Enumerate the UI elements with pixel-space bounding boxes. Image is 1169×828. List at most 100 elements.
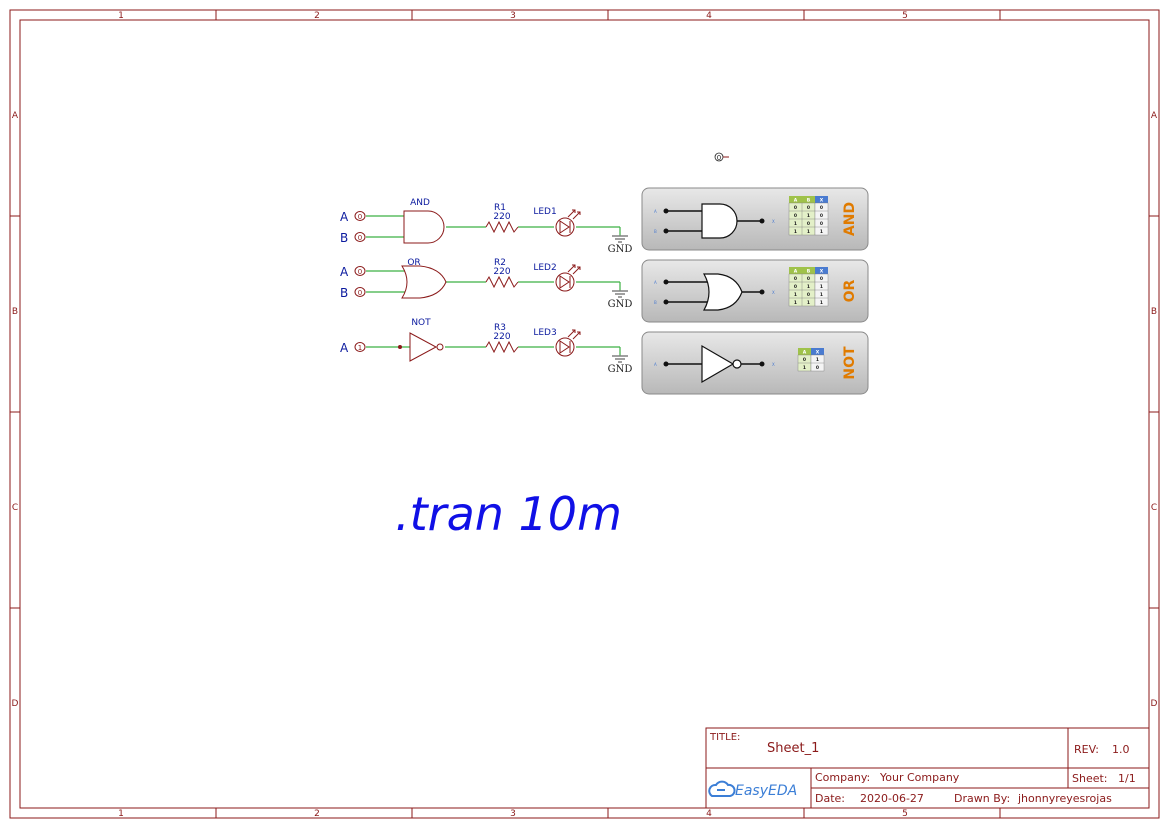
and-panel-gate — [701, 203, 738, 239]
and-panel-title: AND — [842, 202, 858, 236]
or-wires — [366, 270, 621, 293]
and-input-b-label: B — [340, 231, 348, 245]
title-block: TITLE: Sheet_1 REV: 1.0 EasyEDA Company:… — [705, 727, 1150, 809]
col-label-bottom-4: 4 — [706, 809, 712, 819]
r2-name: R2 — [494, 258, 506, 268]
sheet-value: 1/1 — [1118, 772, 1136, 785]
and-cell: 0 — [794, 205, 797, 211]
and-cell: 0 — [794, 213, 797, 219]
and-gate-symbol[interactable] — [403, 210, 445, 244]
col-label-top-2: 2 — [314, 11, 320, 21]
col-label-top-3: 3 — [510, 11, 516, 21]
row-label-right-b: B — [1151, 307, 1157, 317]
not-th-1: X — [816, 350, 820, 356]
cloud-icon — [708, 780, 736, 797]
or-input-a-label: A — [340, 265, 349, 279]
not-th-0: A — [803, 350, 807, 356]
not-circuit: A 1 NOT R3 220 LED3 GND — [340, 318, 632, 375]
col-label-top-4: 4 — [706, 11, 712, 21]
date-value: 2020-06-27 — [860, 792, 924, 805]
not-input-a-value: 1 — [358, 344, 362, 352]
or-cell: 0 — [807, 276, 810, 282]
floating-probe-value: 0 — [717, 154, 721, 162]
floating-probe[interactable]: 0 — [714, 152, 729, 162]
and-gate-label: AND — [410, 198, 430, 208]
drawn-by-label: Drawn By: — [954, 792, 1010, 805]
led3-symbol[interactable] — [555, 329, 581, 357]
row-label-right-d: D — [1151, 699, 1158, 709]
and-panel-pin-x: X — [772, 219, 775, 224]
sheet-frame — [9, 9, 1160, 819]
or-panel-pin-a: A — [654, 280, 657, 285]
led1-symbol[interactable] — [555, 209, 581, 237]
or-panel-title: OR — [842, 279, 858, 302]
easyeda-logo-text: EasyEDA — [735, 783, 797, 799]
and-input-a-label: A — [340, 210, 349, 224]
gnd3-symbol — [612, 355, 628, 363]
and-panel-pin-a: A — [654, 209, 657, 214]
or-cell: 1 — [794, 300, 797, 306]
row-label-left-c: C — [12, 503, 18, 513]
not-panel-title: NOT — [842, 346, 858, 380]
or-circuit: A 0 B 0 OR R2 220 LED2 GND — [340, 258, 632, 310]
spice-directive[interactable]: .tran 10m — [395, 487, 622, 541]
or-input-a-source[interactable]: 0 — [354, 266, 366, 277]
and-cell: 0 — [807, 221, 810, 227]
col-label-top-5: 5 — [902, 11, 908, 21]
not-gate-symbol[interactable] — [409, 332, 444, 362]
and-circuit: A 0 B 0 AND R1 220 LED1 GND — [340, 198, 632, 255]
company-label: Company: — [815, 771, 870, 784]
or-cell: 1 — [820, 300, 823, 306]
or-input-b-source[interactable]: 0 — [354, 287, 366, 298]
and-cell: 1 — [807, 213, 810, 219]
or-th-0: A — [794, 269, 798, 275]
gnd2-symbol — [612, 290, 628, 298]
not-panel-gate — [701, 344, 742, 384]
not-panel-pin-a: A — [654, 362, 657, 367]
and-th-0: A — [794, 198, 798, 204]
or-panel-pin-b: B — [654, 300, 657, 305]
or-gate-symbol[interactable] — [401, 265, 447, 299]
or-th-1: B — [807, 269, 811, 275]
date-label: Date: — [815, 792, 845, 805]
and-th-2: X — [820, 198, 824, 204]
r3-value: 220 — [493, 332, 510, 342]
and-th-1: B — [807, 198, 811, 204]
col-label-bottom-1: 1 — [118, 809, 124, 819]
or-reference-panel: A B X A B X 0 0 0 0 1 1 1 0 1 — [641, 259, 869, 323]
and-input-b-source[interactable]: 0 — [354, 232, 366, 243]
not-junction-dot — [398, 345, 402, 349]
led3-label: LED3 — [533, 328, 556, 338]
or-cell: 0 — [820, 276, 823, 282]
and-cell: 1 — [807, 229, 810, 235]
not-wires — [366, 346, 621, 356]
and-input-a-value: 0 — [358, 213, 362, 221]
and-cell: 1 — [820, 229, 823, 235]
gnd1-symbol — [612, 235, 628, 243]
gnd2-label: GND — [608, 299, 633, 310]
and-wires — [366, 215, 621, 238]
r3-resistor-symbol[interactable] — [485, 340, 519, 354]
or-panel-pin-x: X — [772, 290, 775, 295]
sheet-label: Sheet: — [1072, 772, 1108, 785]
frame-labels: 1 2 3 4 5 1 2 3 4 5 A B C D A B C D — [12, 11, 1158, 819]
not-cell: 0 — [816, 365, 819, 371]
and-input-a-source[interactable]: 0 — [354, 211, 366, 222]
rev-label: REV: — [1074, 743, 1099, 756]
r1-name: R1 — [494, 203, 506, 213]
col-label-bottom-2: 2 — [314, 809, 320, 819]
col-label-bottom-3: 3 — [510, 809, 516, 819]
col-label-bottom-5: 5 — [902, 809, 908, 819]
r2-value: 220 — [493, 267, 510, 277]
row-label-left-a: A — [12, 111, 19, 121]
not-cell: 0 — [803, 357, 806, 363]
not-input-a-source[interactable]: 1 — [354, 342, 366, 353]
r1-resistor-symbol[interactable] — [485, 220, 519, 234]
or-cell: 1 — [820, 284, 823, 290]
row-label-left-d: D — [12, 699, 19, 709]
led2-symbol[interactable] — [555, 264, 581, 292]
and-cell: 0 — [820, 221, 823, 227]
and-input-b-value: 0 — [358, 234, 362, 242]
r2-resistor-symbol[interactable] — [485, 275, 519, 289]
